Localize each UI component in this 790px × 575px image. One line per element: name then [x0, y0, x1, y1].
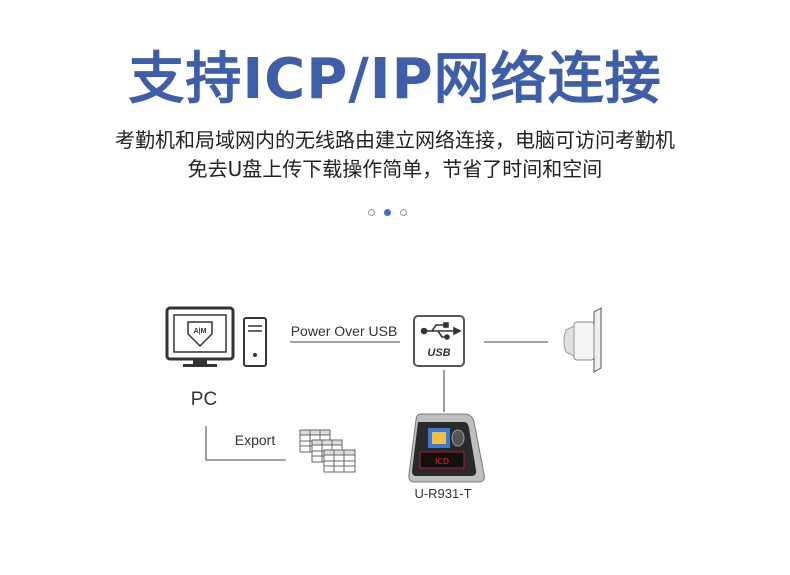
- attendance-device-icon: ICD: [409, 414, 485, 482]
- power-over-usb-label: Power Over USB: [291, 323, 398, 339]
- export-label: Export: [235, 432, 276, 448]
- pc-tower-icon: [244, 318, 266, 366]
- usb-badge-text: USB: [427, 347, 450, 359]
- device-model-label: U-R931-T: [414, 486, 471, 501]
- pc-logo-text: A|M: [194, 328, 207, 335]
- device-screen-text: ICD: [435, 457, 449, 466]
- usb-icon: USB: [414, 316, 464, 366]
- wall-adapter-icon: [564, 308, 601, 372]
- pc-label: PC: [191, 389, 217, 410]
- spreadsheet-icon: [300, 430, 355, 472]
- pc-monitor-icon: A|M: [167, 308, 233, 367]
